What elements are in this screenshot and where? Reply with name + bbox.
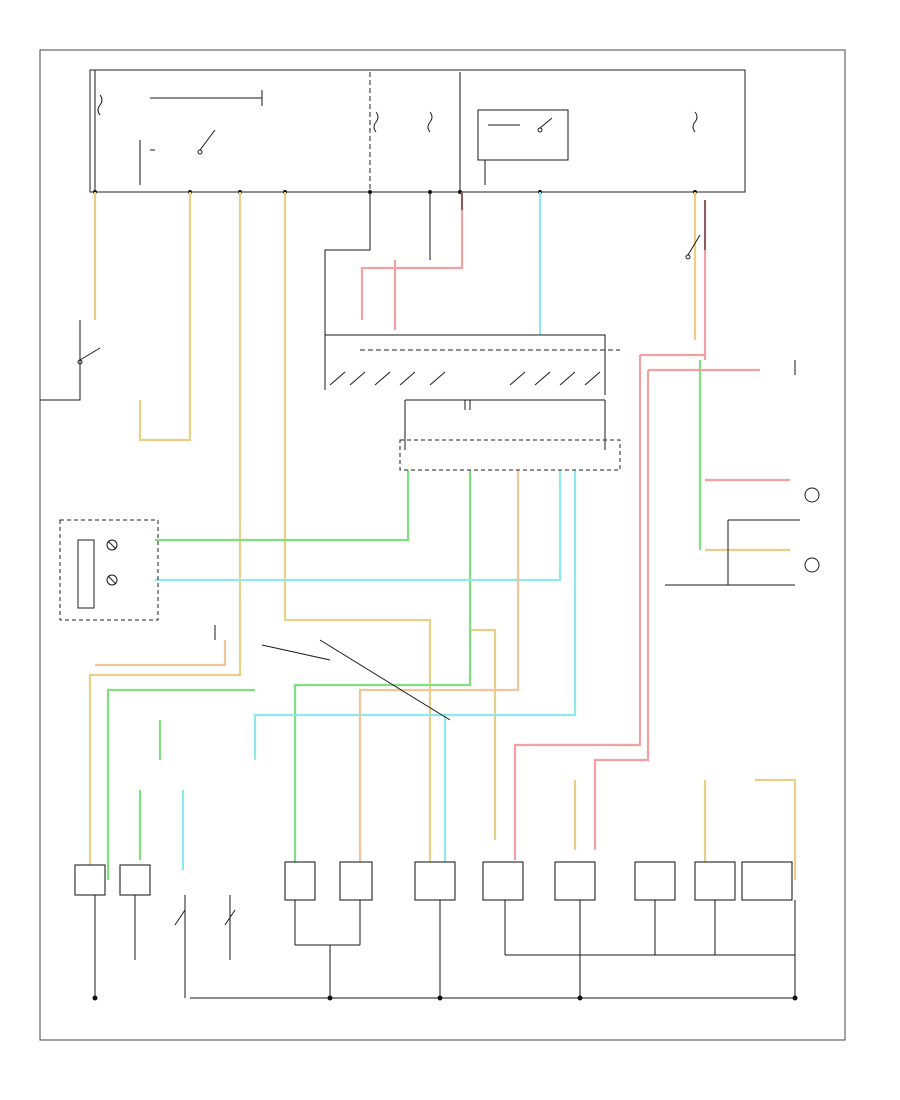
pink-wires <box>360 192 790 860</box>
switch-icon <box>197 129 216 155</box>
switch-icon <box>77 347 101 365</box>
ground-icon <box>92 995 798 1001</box>
cyan-wires <box>155 192 577 880</box>
lamp-icon <box>106 574 118 586</box>
lamp-leads <box>94 895 796 998</box>
switch-icon <box>174 909 236 926</box>
lamp-row <box>74 861 793 901</box>
fuse-icon <box>97 94 103 116</box>
fuse-box <box>89 69 746 193</box>
relay-icon <box>477 109 569 185</box>
black-wires <box>40 192 800 999</box>
fuse-icon <box>373 111 379 133</box>
peach-wires <box>95 470 520 880</box>
lamp-icon <box>106 539 118 551</box>
lamp-icon <box>804 557 820 573</box>
instrument-cluster <box>59 519 159 621</box>
diagram-frame <box>39 49 846 1041</box>
yellow-wires <box>88 192 797 880</box>
lamp-icon <box>804 487 820 503</box>
fuse-icon <box>427 111 433 133</box>
switch-icon <box>685 234 701 260</box>
multifunction-switch <box>329 349 621 471</box>
fuse-icon <box>692 111 698 133</box>
green-wires <box>106 360 702 880</box>
